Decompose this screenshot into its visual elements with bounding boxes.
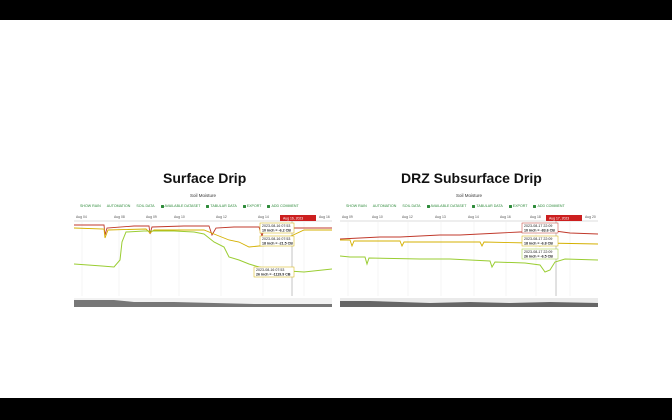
tooltip-26-inch: 2023-08-16 07:53 26 inch = -1119.9 CB [253,266,295,278]
date-label: Aug 20 [585,215,596,219]
show-rain-button[interactable]: SHOW RAIN [80,204,101,208]
svg-text:2023-08-17 22:09: 2023-08-17 22:09 [524,237,552,241]
dataset-icon [426,204,430,208]
add-comment-button[interactable]: ADD COMMENT [267,203,299,209]
date-label: Aug 13 [435,215,446,219]
automation-button[interactable]: AUTOMATION [372,204,397,208]
date-label: Aug 18 [530,215,541,219]
series-18-inch-line [340,239,598,248]
date-label: Aug 14 [468,215,479,219]
table-icon [206,204,210,208]
svg-text:2023-08-17 22:09: 2023-08-17 22:09 [524,224,552,228]
comment-icon [267,204,271,208]
series-10-inch-line [340,230,598,240]
date-label: Aug 16 [319,215,330,219]
date-label: Aug 12 [402,215,413,219]
svg-text:26 inch = -6.5 CB: 26 inch = -6.5 CB [524,255,553,259]
date-flag-label: Aug 17, 2023 [549,217,569,221]
tooltip-10-inch: 2023-08-16 07:53 10 inch = -6.2 CB [259,222,295,234]
surface-drip-panel: Soil Moisture SHOW RAIN AUTOMATION SOIL … [74,190,332,308]
soil-data-button[interactable]: SOIL DATA [136,204,155,208]
widget-title: Soil Moisture [455,193,482,198]
dataset-icon [160,204,164,208]
tooltip-18-inch: 2023-08-17 22:09 18 inch = -6.8 CB [521,235,559,247]
tooltip-18-inch: 2023-08-16 07:53 18 inch = -21.5 CB [259,235,295,247]
svg-text:18 inch = -6.8 CB: 18 inch = -6.8 CB [524,242,553,246]
range-navigator[interactable] [74,298,332,307]
toolbar: SHOW RAIN AUTOMATION SOIL DATA AVAILABLE… [80,203,326,209]
download-icon [242,204,246,208]
available-dataset-button[interactable]: AVAILABLE DATASET [426,203,466,209]
widget-title: Soil Moisture [189,193,216,198]
date-label: Aug 08 [114,215,125,219]
date-flag-label: Aug 16, 2023 [283,217,303,221]
date-label: Aug 10 [372,215,383,219]
navigator-area [340,301,598,307]
date-label: Aug 10 [174,215,185,219]
soil-data-button[interactable]: SOIL DATA [402,204,421,208]
svg-text:2023-08-16 07:53: 2023-08-16 07:53 [256,268,284,272]
date-label: Aug 04 [76,215,87,219]
surface-drip-heading: Surface Drip [163,170,247,186]
table-icon [472,204,476,208]
svg-text:2023-08-16 07:53: 2023-08-16 07:53 [262,237,290,241]
tooltip-26-inch: 2023-08-17 22:09 26 inch = -6.5 CB [521,248,559,260]
svg-text:18 inch = -21.5 CB: 18 inch = -21.5 CB [262,242,293,246]
svg-text:26 inch = -1119.9 CB: 26 inch = -1119.9 CB [256,273,291,277]
drz-subsurface-drip-panel: Soil Moisture SHOW RAIN AUTOMATION SOIL … [340,190,598,308]
export-button[interactable]: EXPORT [508,203,527,209]
date-label: Aug 12 [216,215,227,219]
svg-text:2023-08-17 22:09: 2023-08-17 22:09 [524,250,552,254]
presentation-slide: Surface Drip Soil Moisture SHOW RAIN AUT… [0,20,672,398]
svg-text:10 inch = -6.2 CB: 10 inch = -6.2 CB [262,229,291,233]
date-label: Aug 16 [500,215,511,219]
date-label: Aug 09 [146,215,157,219]
soil-moisture-chart[interactable]: Aug 04 Aug 08 Aug 09 Aug 10 Aug 12 Aug 1… [74,212,332,308]
date-label: Aug 14 [258,215,269,219]
add-comment-button[interactable]: ADD COMMENT [533,203,565,209]
series-26-inch-line [340,255,598,273]
date-flag [280,215,316,221]
drz-subsurface-drip-heading: DRZ Subsurface Drip [401,170,542,186]
tooltip-10-inch: 2023-08-17 22:09 10 inch = -83.6 CB [521,222,559,234]
show-rain-button[interactable]: SHOW RAIN [346,204,367,208]
automation-button[interactable]: AUTOMATION [106,204,131,208]
soil-moisture-chart[interactable]: Aug 09 Aug 10 Aug 12 Aug 13 Aug 14 Aug 1… [340,212,598,308]
date-label: Aug 09 [342,215,353,219]
download-icon [508,204,512,208]
date-flag [546,215,582,221]
tabular-data-button[interactable]: TABULAR DATA [206,203,237,209]
comment-icon [533,204,537,208]
available-dataset-button[interactable]: AVAILABLE DATASET [160,203,200,209]
svg-text:10 inch = -83.6 CB: 10 inch = -83.6 CB [524,229,555,233]
export-button[interactable]: EXPORT [242,203,261,209]
navigator-area [74,300,332,307]
svg-text:2023-08-16 07:53: 2023-08-16 07:53 [262,224,290,228]
tabular-data-button[interactable]: TABULAR DATA [472,203,503,209]
toolbar: SHOW RAIN AUTOMATION SOIL DATA AVAILABLE… [346,203,592,209]
series-10-inch-line [74,224,332,238]
